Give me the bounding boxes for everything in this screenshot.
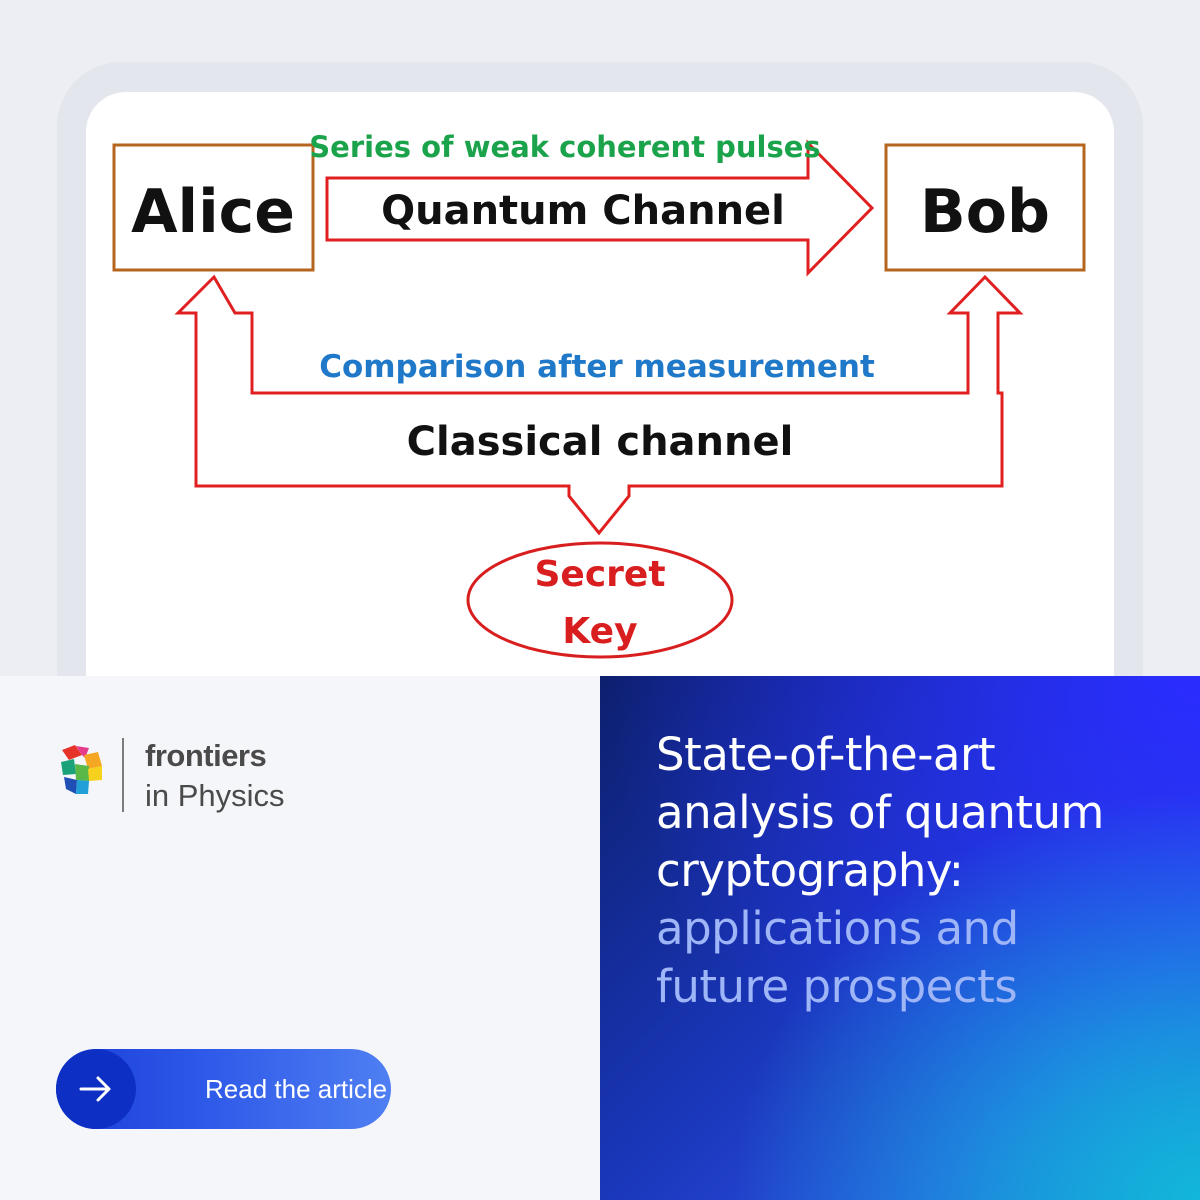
bob-box <box>884 143 1086 272</box>
quantum-note: Series of weak coherent pulses <box>309 130 820 164</box>
qkd-diagram: Alice Bob Series of weak coherent pulses… <box>112 130 1086 659</box>
classical-channel-label: Classical channel <box>407 419 794 465</box>
brand-journal: in Physics <box>145 778 285 813</box>
headline-panel <box>600 676 1200 1200</box>
title-main: State-of-the-art analysis of quantum cry… <box>656 728 1104 897</box>
alice-label: Alice <box>131 177 295 247</box>
logo-divider <box>122 738 124 812</box>
title-subtitle: applications and future prospects <box>656 902 1019 1013</box>
bob-label: Bob <box>920 177 1050 247</box>
alice-box <box>112 143 315 272</box>
secret-key-ellipse <box>466 541 734 659</box>
brand-name: frontiers <box>145 738 267 773</box>
comparison-note: Comparison after measurement <box>319 349 875 385</box>
secret-key-line2: Key <box>562 611 637 652</box>
article-title: State-of-the-art analysis of quantum cry… <box>656 726 1176 1016</box>
cta-icon-circle <box>56 1049 136 1129</box>
arrow-right-icon <box>79 1076 111 1102</box>
classical-channel-arrow <box>174 274 1024 536</box>
cta-label: Read the article <box>205 1074 388 1104</box>
read-article-button[interactable]: Read the article <box>56 1049 391 1129</box>
frontiers-logo-icon <box>61 745 102 794</box>
quantum-channel-arrow <box>325 139 875 277</box>
secret-key-line1: Secret <box>534 554 665 595</box>
quantum-channel-label: Quantum Channel <box>381 188 785 234</box>
